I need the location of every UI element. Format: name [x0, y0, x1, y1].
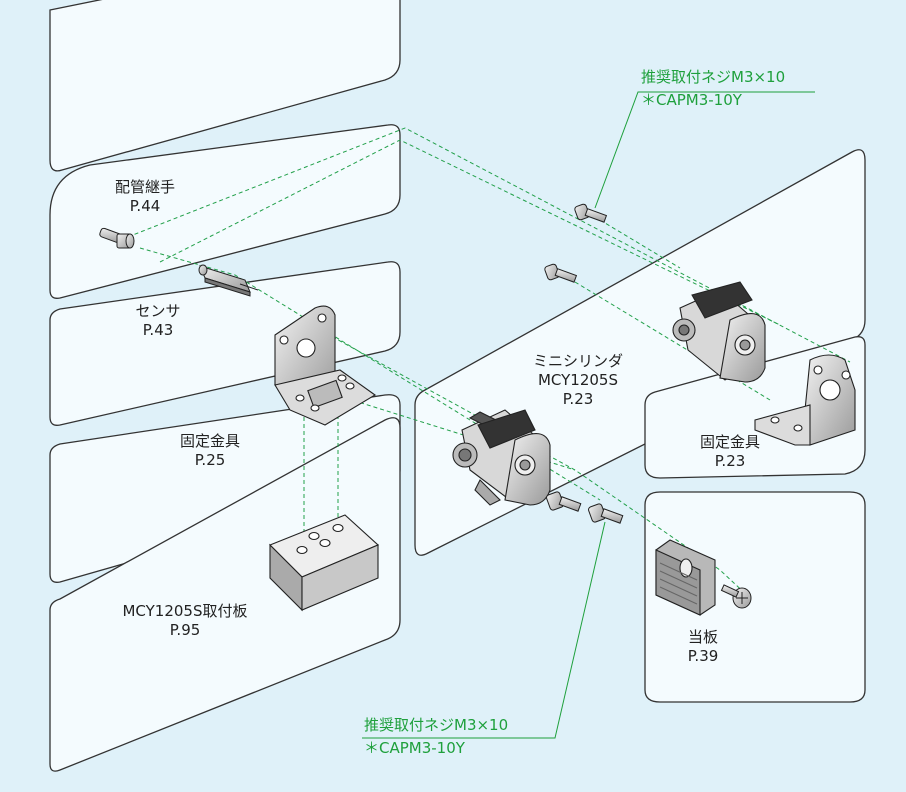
screw — [544, 263, 578, 283]
screw — [574, 203, 608, 223]
guide-line — [319, 329, 751, 599]
guide-line — [599, 219, 681, 269]
screw-note-bottom: 推奨取付ネジM3×10 ＊CAPM3-10Y — [364, 716, 508, 757]
cylinder-front-part — [452, 409, 551, 506]
screw — [588, 503, 624, 524]
label-fitting: 配管継手 P.44 — [115, 178, 175, 216]
note-leader-top — [594, 91, 815, 209]
left-bracket-part — [274, 305, 377, 426]
label-bracket-right-name: 固定金具 — [699, 433, 761, 451]
screw-note-top: 推奨取付ネジM3×10 ＊CAPM3-10Y — [641, 68, 785, 109]
pipe-fitting-part — [99, 227, 135, 249]
mounting-screws — [544, 203, 752, 609]
panel-sensor — [49, 261, 401, 426]
sensor-part — [198, 264, 259, 297]
stopper-plate-part — [655, 539, 716, 616]
label-bracket-left: 固定金具 P.25 — [180, 432, 240, 470]
label-cylinder: ミニシリンダ MCY1205S P.23 — [533, 352, 623, 409]
cylinder-rear-part — [672, 281, 766, 383]
label-mounting-plate: MCY1205S取付板 P.95 — [122, 602, 247, 640]
panel-top-strip — [49, 0, 401, 172]
right-bracket-part — [754, 354, 856, 446]
label-bracket-left-page: P.25 — [194, 451, 226, 469]
screw — [546, 491, 582, 512]
label-mounting-plate-name: MCY1205S取付板 — [122, 602, 248, 620]
screw-note-bottom-code: ＊CAPM3-10Y — [364, 739, 465, 757]
label-bracket-left-name: 固定金具 — [179, 432, 241, 450]
guide-line — [114, 127, 851, 363]
label-cylinder-model: MCY1205S — [537, 371, 619, 389]
label-stopper-name: 当板 — [687, 628, 719, 646]
label-stopper: 当板 P.39 — [688, 628, 719, 666]
panel-stopper — [644, 491, 866, 703]
label-stopper-page: P.39 — [687, 647, 719, 665]
note-leader-bottom — [362, 521, 606, 739]
panel-fitting — [49, 124, 401, 299]
label-cylinder-name: ミニシリンダ — [532, 352, 624, 370]
label-cylinder-page: P.23 — [562, 390, 594, 408]
label-mounting-plate-page: P.95 — [169, 621, 201, 639]
panel-mounting-plate — [49, 417, 401, 772]
guide-line — [319, 389, 576, 471]
screw-note-top-code: ＊CAPM3-10Y — [641, 91, 742, 109]
label-fitting-name: 配管継手 — [114, 178, 176, 196]
label-sensor-page: P.43 — [142, 321, 174, 339]
mounting-plate-part — [269, 514, 380, 612]
label-fitting-page: P.44 — [129, 197, 161, 215]
label-sensor: センサ P.43 — [135, 302, 180, 340]
screw — [720, 584, 752, 609]
label-bracket-right-page: P.23 — [714, 452, 746, 470]
screw-note-bottom-title: 推奨取付ネジM3×10 — [364, 716, 509, 734]
screw-note-top-title: 推奨取付ネジM3×10 — [641, 68, 786, 86]
label-bracket-right: 固定金具 P.23 — [700, 433, 760, 471]
label-sensor-name: センサ — [135, 302, 181, 320]
guide-line — [159, 139, 781, 326]
